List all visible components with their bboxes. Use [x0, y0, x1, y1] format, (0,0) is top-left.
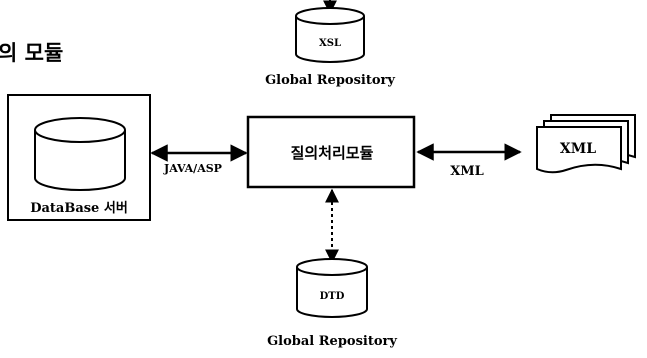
- right-connector-label: XML: [450, 164, 484, 179]
- query-module: 질의처리모듈: [246, 115, 416, 189]
- bottom-repository: DTD Global Repository: [267, 258, 397, 349]
- database-server: DataBase 서버: [7, 94, 151, 221]
- query-module-box: [246, 115, 416, 189]
- top-repository: XSL Global Repository: [265, 0, 395, 88]
- left-connector-label: JAVA/ASP: [163, 162, 222, 175]
- xsl-cylinder: [295, 7, 365, 63]
- top-repository-caption: Global Repository: [265, 73, 395, 88]
- xml-document-label: XML: [560, 141, 596, 157]
- query-module-label: 질의처리모듈: [291, 144, 374, 162]
- xml-document-front: [536, 126, 622, 174]
- database-server-caption: DataBase 서버: [30, 200, 128, 216]
- database-cylinder: [34, 117, 126, 191]
- title-fragment: 의 모듈: [0, 41, 63, 65]
- xml-document-stack: XML: [536, 114, 636, 174]
- bottom-repository-caption: Global Repository: [267, 334, 397, 349]
- dtd-label: DTD: [320, 291, 345, 302]
- xsl-label: XSL: [319, 38, 341, 49]
- dtd-cylinder: [296, 258, 368, 318]
